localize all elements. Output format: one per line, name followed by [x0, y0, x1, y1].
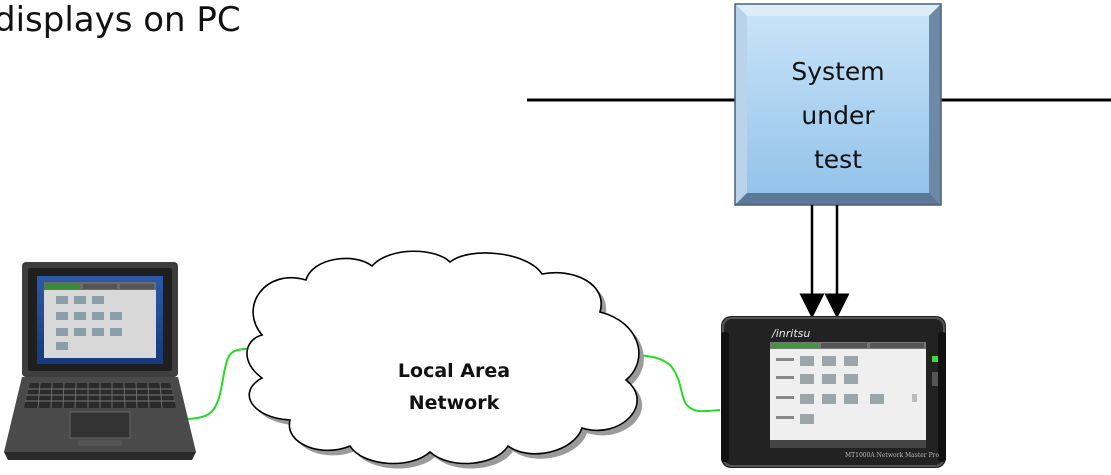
sut-label-line-2: under [801, 101, 875, 130]
instrument-model: MT1000A Network Master Pro [845, 452, 939, 459]
system-under-test-box: System under test [734, 3, 942, 206]
lan-cloud-shape: Local Area Network [246, 250, 644, 469]
network-tester-icon: /inritsu MT1000A Network Master Pro [721, 316, 946, 468]
lan-label-line-1: Local Area [398, 360, 510, 382]
lan-label-line-2: Network [409, 392, 500, 414]
sut-label-line-3: test [814, 145, 862, 174]
tester-cable [632, 353, 721, 413]
page-heading: displays on PC [0, 0, 241, 40]
instrument-brand: /inritsu [771, 327, 810, 340]
sut-label-line-1: System [791, 57, 884, 86]
laptop-icon [4, 262, 196, 460]
